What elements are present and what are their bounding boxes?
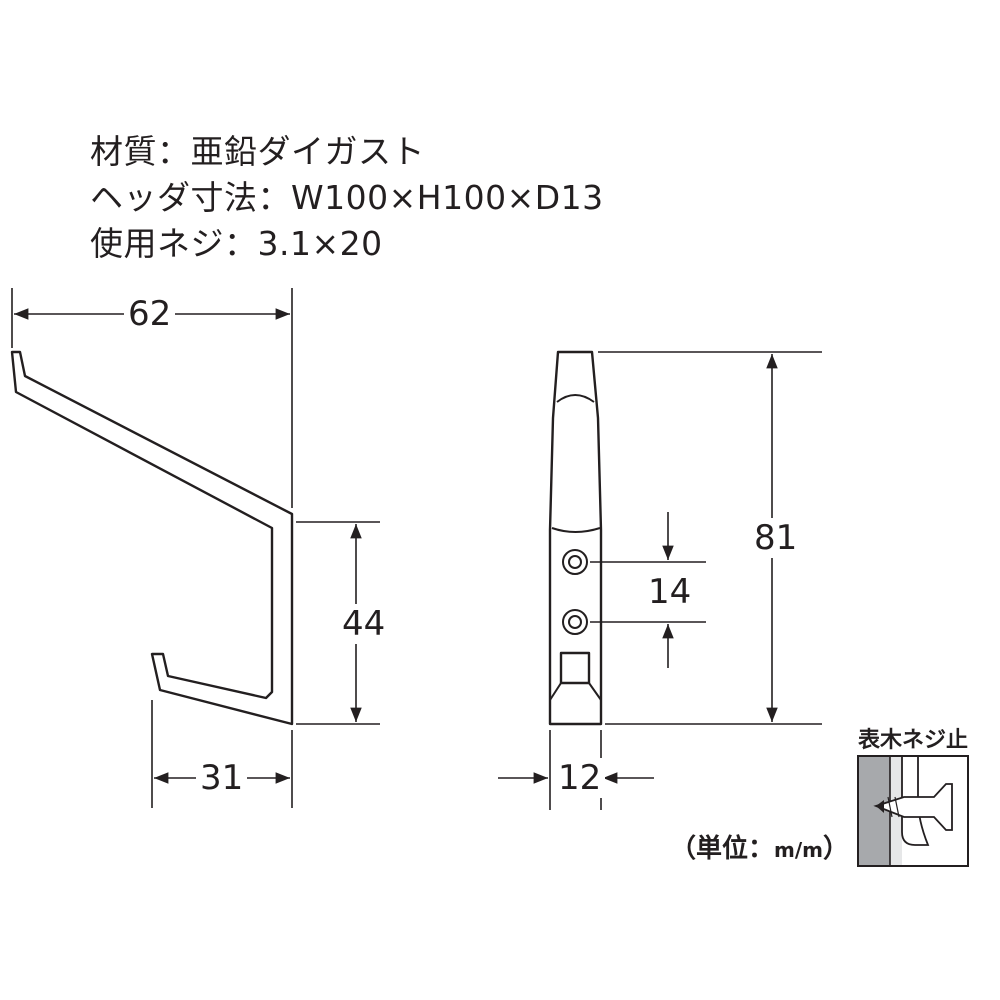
hook-front-view (548, 350, 603, 726)
dimension-lines (13, 308, 778, 784)
spec-material: 材質：亜鉛ダイガスト (90, 132, 425, 171)
mount-detail-figure (857, 755, 969, 867)
extension-lines (11, 288, 822, 810)
dim-thickness: 12 (554, 758, 606, 798)
mount-detail-title: 表木ネジ止 (858, 728, 969, 753)
dim-total-depth: 62 (124, 294, 176, 334)
screw-icon (873, 783, 953, 831)
unit-note-unit: m/m (774, 838, 823, 862)
unit-note-prefix: （単位： (670, 834, 775, 864)
unit-note-suffix: ） (823, 834, 850, 864)
dim-overall-height: 81 (750, 518, 802, 558)
dim-hole-pitch: 14 (644, 572, 696, 612)
spec-screw: 使用ネジ：3.1×20 (90, 224, 383, 263)
dim-hook-height: 44 (338, 604, 390, 644)
screw-hole-lower (562, 609, 588, 635)
dim-lower-hook-depth: 31 (196, 758, 248, 798)
screw-hole-upper (562, 549, 588, 575)
hook-side-view (10, 350, 294, 726)
spec-head-size: ヘッダ寸法：W100×H100×D13 (90, 178, 604, 217)
unit-note: （単位：m/m） (670, 828, 849, 865)
wall-section (859, 757, 890, 865)
